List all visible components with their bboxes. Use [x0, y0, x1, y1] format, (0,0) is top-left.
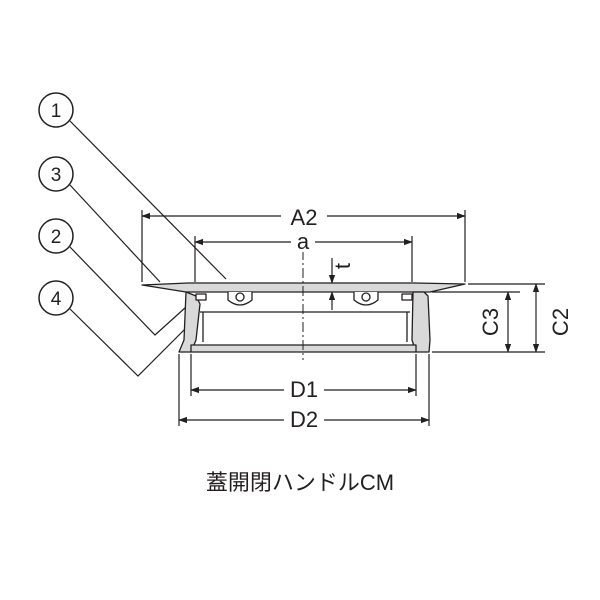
part-cross-section: [141, 282, 466, 353]
dimension-c2-label: C2: [548, 308, 573, 336]
callout-3-label: 3: [51, 165, 62, 186]
callout-4-label: 4: [51, 289, 62, 310]
leader-lines: [69, 120, 227, 377]
dimension-d1-label: D1: [290, 377, 318, 402]
leader-4: [69, 308, 193, 377]
leader-1: [69, 120, 227, 280]
dimension-c3: [432, 291, 545, 353]
dimension-t-label: t: [330, 263, 355, 269]
callout-4: 4: [38, 280, 74, 316]
callout-2-label: 2: [51, 227, 62, 248]
leader-3: [69, 184, 161, 283]
dimension-d2-label: D2: [290, 407, 318, 432]
clip-right: [401, 293, 413, 301]
dimension-c3-label: C3: [478, 308, 503, 336]
callout-2: 2: [38, 218, 74, 254]
dimension-a2-label: A2: [291, 205, 318, 230]
callout-1-label: 1: [51, 101, 62, 122]
callout-3: 3: [38, 156, 74, 192]
dimension-a-label: a: [297, 229, 310, 254]
leader-2: [69, 246, 197, 336]
inner-ring: [200, 311, 410, 342]
left-wall: [178, 291, 201, 353]
caption: 蓋開閉ハンドルCM: [206, 470, 394, 495]
dimension-c2: [468, 283, 545, 353]
clip-left: [195, 293, 207, 301]
callout-1: 1: [38, 92, 74, 128]
right-wall: [411, 291, 431, 353]
